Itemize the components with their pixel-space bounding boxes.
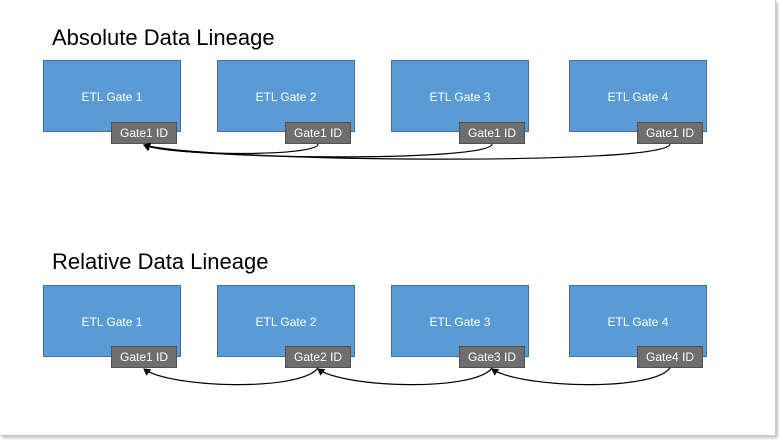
etl-gate-2-box: ETL Gate 2	[217, 285, 355, 357]
etl-gate-label: ETL Gate 1	[81, 315, 143, 329]
gate-id-badge: Gate1 ID	[285, 122, 351, 144]
etl-gate-label: ETL Gate 2	[255, 315, 317, 329]
connector-relative-3-to-2	[317, 367, 493, 386]
connector-relative-4-to-3	[491, 367, 671, 386]
gate-id-badge: Gate1 ID	[637, 122, 703, 144]
connector-relative-2-to-1	[143, 367, 319, 386]
gate-id-badge: Gate1 ID	[111, 346, 177, 368]
etl-gate-2-box: ETL Gate 2	[217, 60, 355, 132]
etl-gate-3-box: ETL Gate 3	[391, 285, 529, 357]
etl-gate-label: ETL Gate 1	[81, 90, 143, 104]
connector-absolute-2-to-1	[143, 143, 319, 155]
etl-gate-1-box: ETL Gate 1	[43, 60, 181, 132]
connector-absolute-3-to-1	[143, 143, 493, 158]
etl-gate-1-box: ETL Gate 1	[43, 285, 181, 357]
gate-id-badge: Gate3 ID	[459, 346, 525, 368]
etl-gate-label: ETL Gate 4	[607, 315, 669, 329]
connector-absolute-4-to-1	[143, 142, 671, 160]
etl-gate-label: ETL Gate 2	[255, 90, 317, 104]
etl-gate-label: ETL Gate 3	[429, 315, 491, 329]
etl-gate-3-box: ETL Gate 3	[391, 60, 529, 132]
gate-id-badge: Gate4 ID	[637, 346, 703, 368]
etl-gate-label: ETL Gate 4	[607, 90, 669, 104]
gate-id-badge: Gate1 ID	[111, 122, 177, 144]
gate-id-badge: Gate2 ID	[285, 346, 351, 368]
section-title-absolute: Absolute Data Lineage	[52, 25, 275, 50]
etl-gate-label: ETL Gate 3	[429, 90, 491, 104]
gate-id-badge: Gate1 ID	[459, 122, 525, 144]
section-title-relative: Relative Data Lineage	[52, 249, 269, 274]
